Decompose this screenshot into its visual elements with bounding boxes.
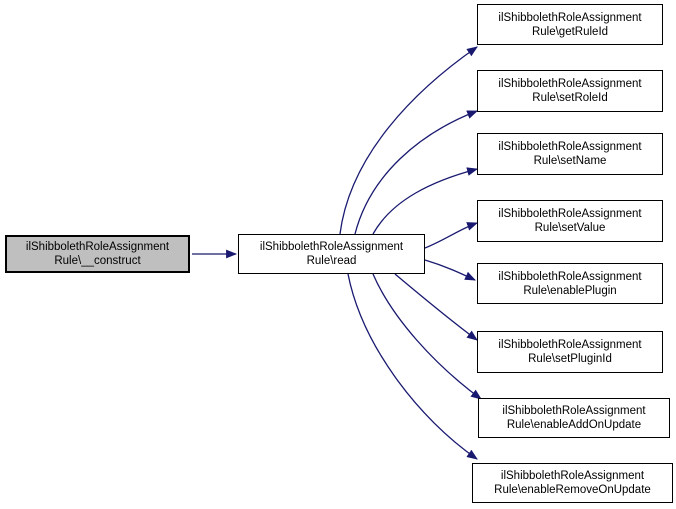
node-set-value-label-line1: ilShibbolethRoleAssignment [498, 208, 642, 220]
node-set-name[interactable]: ilShibbolethRoleAssignment Rule\setName [477, 133, 663, 175]
node-enable-add-on-update-label-line1: ilShibbolethRoleAssignment [502, 405, 646, 417]
node-read-label-line2: Rule\read [306, 255, 357, 267]
node-set-role-id-label-line1: ilShibbolethRoleAssignment [498, 78, 642, 90]
node-get-rule-id-label-line1: ilShibbolethRoleAssignment [498, 11, 642, 24]
node-enable-plugin-label-line1: ilShibbolethRoleAssignment [498, 270, 642, 283]
edge-read-setValue [424, 222, 479, 249]
node-get-rule-id-label-line2: Rule\getRuleId [531, 25, 609, 38]
node-construct-label-line2: Rule\__construct [54, 255, 141, 267]
edge-read-setPluginId [394, 273, 478, 341]
edge-read-setName [372, 167, 479, 235]
node-set-role-id[interactable]: ilShibbolethRoleAssignment Rule\setRoleI… [477, 70, 663, 112]
node-enable-plugin[interactable]: ilShibbolethRoleAssignment Rule\enablePl… [477, 263, 663, 304]
edge-read-enableAddOnUpdate [372, 273, 482, 400]
node-construct-label-line1: ilShibbolethRoleAssignment [25, 241, 170, 253]
edge-read-getRuleId [339, 46, 478, 235]
node-enable-remove-on-update-label-line1: ilShibbolethRoleAssignment [500, 470, 645, 482]
node-set-plugin-id-label-line1: ilShibbolethRoleAssignment [498, 339, 642, 351]
node-enable-add-on-update[interactable]: ilShibbolethRoleAssignment Rule\enableAd… [478, 398, 670, 438]
node-set-role-id-label-line2: Rule\setRoleId [532, 92, 608, 104]
edge-read-enablePlugin [424, 259, 476, 281]
edge-read-setRoleId [354, 110, 479, 235]
node-enable-add-on-update-label-line2: Rule\enableAddOnUpdate [506, 419, 642, 431]
edge-read-enableRemoveOnUpdate [347, 273, 478, 460]
node-set-name-label-line1: ilShibbolethRoleAssignment [498, 141, 642, 153]
node-set-plugin-id[interactable]: ilShibbolethRoleAssignment Rule\setPlugi… [477, 331, 663, 373]
node-get-rule-id[interactable]: ilShibbolethRoleAssignment Rule\getRuleI… [477, 4, 663, 45]
node-set-plugin-id-label-line2: Rule\setPluginId [528, 353, 612, 365]
node-read-label-line1: ilShibbolethRoleAssignment [259, 241, 404, 253]
node-construct[interactable]: ilShibbolethRoleAssignment Rule\__constr… [5, 235, 190, 273]
node-enable-plugin-label-line2: Rule\enablePlugin [523, 284, 617, 297]
node-set-value-label-line2: Rule\setValue [534, 222, 606, 234]
node-enable-remove-on-update[interactable]: ilShibbolethRoleAssignment Rule\enableRe… [472, 463, 673, 503]
node-enable-remove-on-update-label-line2: Rule\enableRemoveOnUpdate [494, 484, 651, 496]
node-read[interactable]: ilShibbolethRoleAssignment Rule\read [238, 234, 425, 274]
node-set-value[interactable]: ilShibbolethRoleAssignment Rule\setValue [477, 200, 663, 242]
node-set-name-label-line2: Rule\setName [533, 155, 607, 167]
